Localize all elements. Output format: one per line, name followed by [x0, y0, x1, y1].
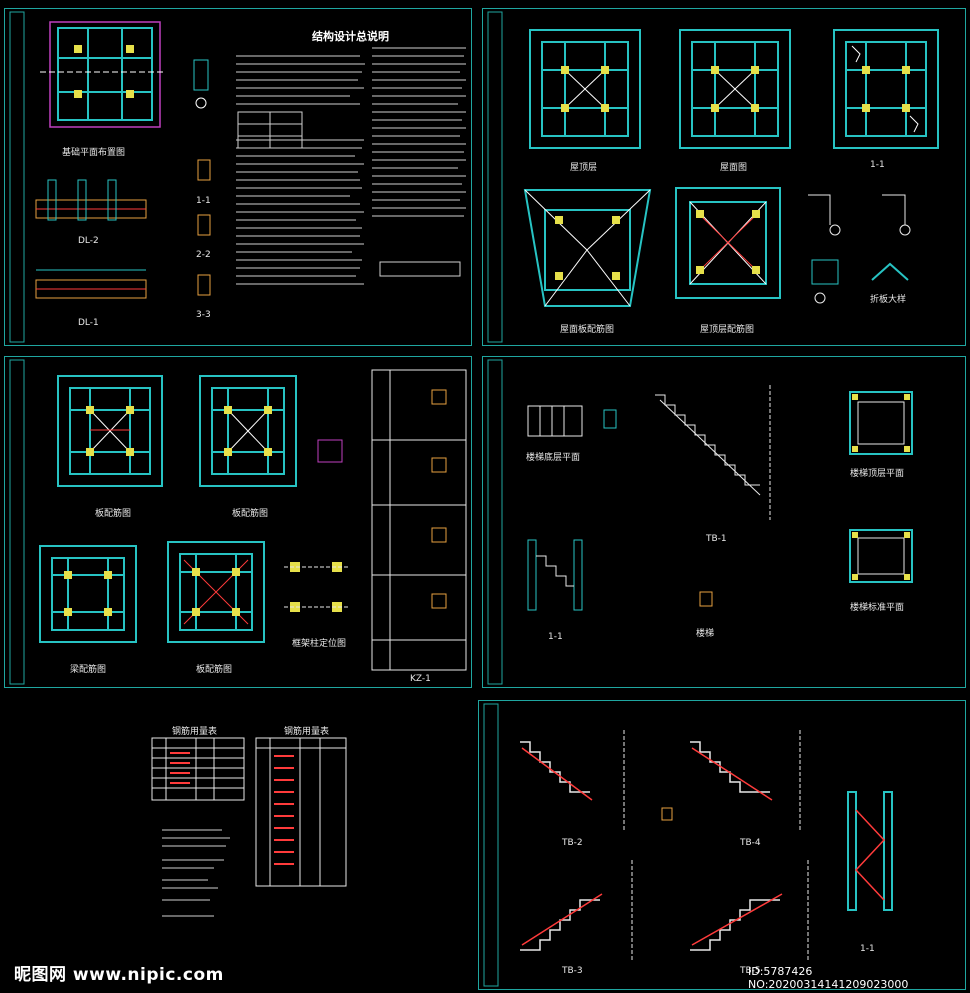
sheet5-label-0: 钢筋用量表: [172, 727, 218, 737]
sheet1-label-section-2: 2-2: [196, 250, 211, 260]
roof-plan-1: [529, 29, 641, 149]
sheet2-label-3: 屋面板配筋图: [560, 325, 615, 335]
stair-section-tb1: [655, 385, 771, 520]
sheet1-sections: [193, 59, 211, 296]
stair-standard-plan: [849, 529, 913, 583]
sheet5-label-1: 钢筋用量表: [284, 727, 330, 737]
foundation-beams: [35, 179, 147, 299]
sheet6-label-0: TB-2: [562, 838, 583, 848]
roof-plan-3: [833, 29, 939, 149]
sheet1-label-dl2: DL-2: [78, 236, 99, 246]
sheet1-label-foundation: 基础平面布置图: [62, 148, 126, 158]
column-schedule: [371, 369, 467, 671]
roof-plan-2: [679, 29, 791, 149]
sheet2-label-1: 屋面图: [720, 163, 748, 173]
hip-roof-plan: [523, 189, 652, 307]
sheet3-label-3: 板配筋图: [196, 665, 233, 675]
stair-rebar-tb3: [520, 860, 633, 960]
sheet-2-frame: [482, 8, 966, 346]
notes-table: [237, 111, 461, 277]
watermark-logo: 昵图网 www.nipic.com: [14, 965, 224, 985]
stair-rebar-tb5: [690, 860, 809, 960]
sheet6-label-3: TB-5: [740, 966, 761, 976]
sheet6-label-4: 1-1: [860, 944, 875, 954]
rebar-table-1: [151, 737, 245, 801]
sheet4-label-0: 楼梯底层平面: [526, 453, 581, 463]
sheet-margin-strips: [9, 11, 503, 987]
sheet3-label-2: 梁配筋图: [70, 665, 107, 675]
sheet6-label-1: TB-3: [562, 966, 583, 976]
rebar-marks: [170, 752, 294, 865]
general-notes-text: [236, 47, 466, 285]
column-layout-plan: [284, 562, 350, 612]
sheet1-label-section-3: 3-3: [196, 310, 211, 320]
sheet3-label-5: KZ-1: [410, 674, 431, 684]
sheet-6-frame: [478, 700, 966, 990]
sheet6-label-2: TB-4: [740, 838, 761, 848]
stair-rebar-tb4: [690, 730, 801, 830]
sheet3-label-1: 板配筋图: [232, 509, 269, 519]
roof-details: [808, 194, 911, 304]
stair-section-detail: [661, 791, 893, 911]
sheet3-label-0: 板配筋图: [95, 509, 132, 519]
beam-plan: [39, 545, 137, 643]
sheet1-label-dl1: DL-1: [78, 318, 99, 328]
sheet2-label-4: 屋顶层配筋图: [700, 325, 755, 335]
stair-section-1-1: [527, 539, 713, 611]
slab-plan-3: [167, 541, 265, 643]
sheet4-label-5: 楼梯标准平面: [850, 603, 905, 613]
sheet4-label-2: TB-1: [706, 534, 727, 544]
sheet1-title: 结构设计总说明: [312, 30, 389, 43]
slab-plan-2: [199, 375, 297, 487]
stair-top-plan: [849, 391, 913, 455]
sheet2-label-2: 1-1: [870, 160, 885, 170]
stair-ground-plan: [527, 405, 617, 437]
sheet3-label-4: 框架柱定位图: [292, 639, 347, 649]
legend-box: [317, 439, 343, 463]
sheet1-label-section-1: 1-1: [196, 196, 211, 206]
sheet-3-frame: [4, 356, 472, 688]
sheet4-label-1: 楼梯顶层平面: [850, 469, 905, 479]
foundation-plan: [40, 21, 165, 128]
sheet-4-frame: [482, 356, 966, 688]
slab-plan-1: [57, 375, 163, 487]
watermark-id: ID:5787426 NO:20200314141209023000: [748, 965, 909, 991]
hip-roof-rebar-plan: [675, 187, 781, 299]
stair-rebar-tb2: [520, 730, 625, 830]
sheet-1-frame: [4, 8, 472, 346]
sheet4-label-3: 1-1: [548, 632, 563, 642]
sheet2-label-5: 折板大样: [870, 295, 907, 305]
rebar-notes: [162, 829, 230, 917]
rebar-table-2: [255, 737, 347, 887]
sheet2-label-0: 屋顶层: [570, 163, 598, 173]
sheet4-label-4: 楼梯: [696, 629, 715, 639]
